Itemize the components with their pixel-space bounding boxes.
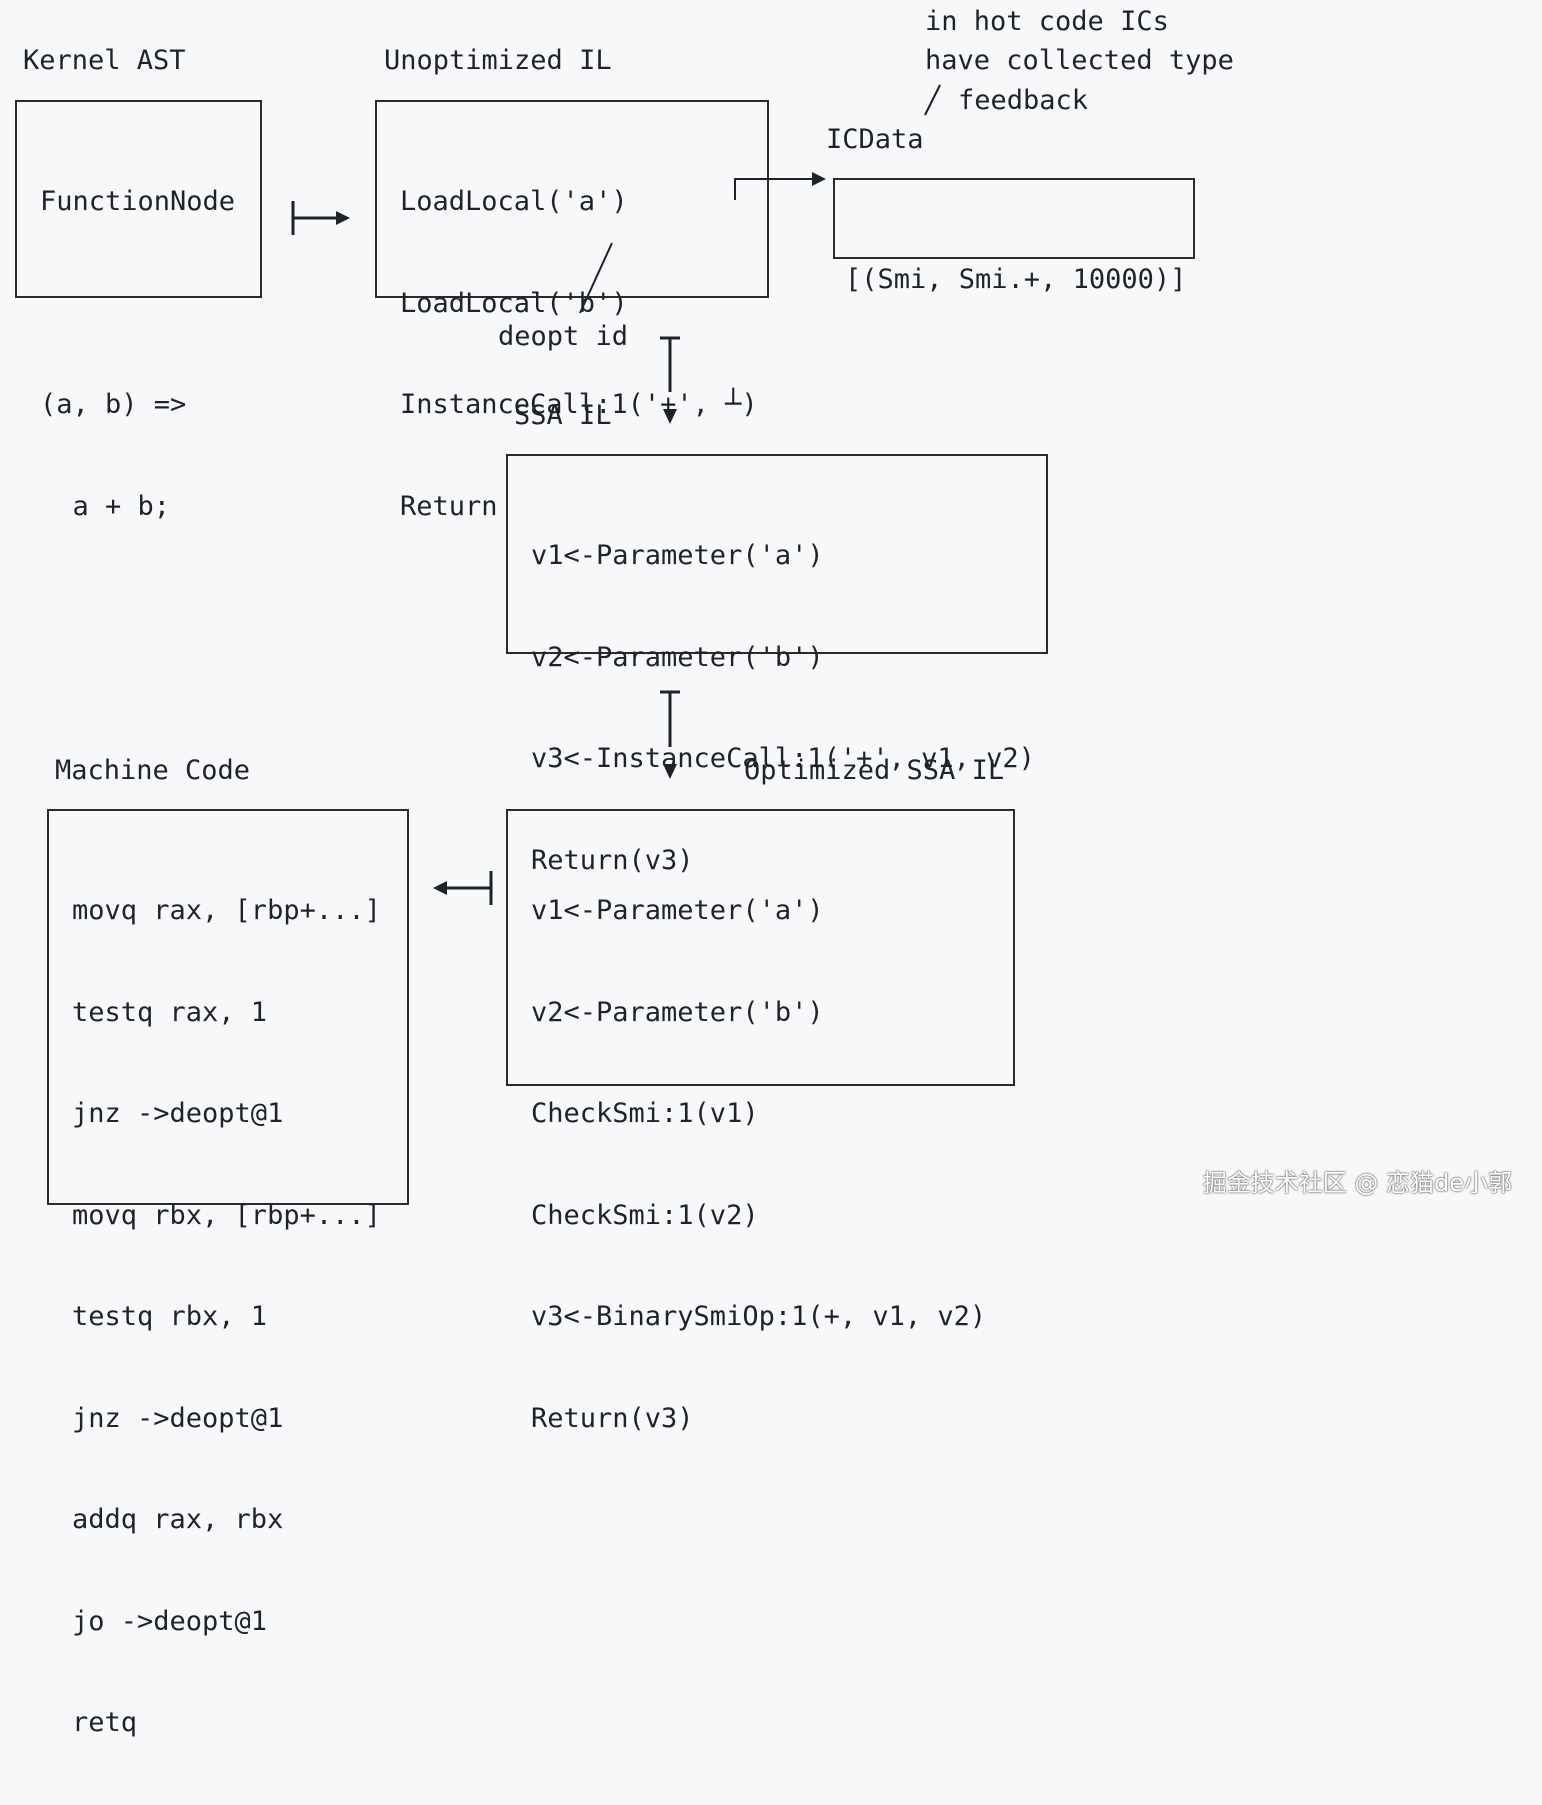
code-line: InstanceCall:1('+', ┴) (400, 385, 758, 425)
code-line: addq rax, rbx (72, 1504, 284, 1535)
watermark: 掘金技术社区 @ 恋猫de小郭 (1202, 1169, 1512, 1197)
code-line: v2<-Parameter('b') (531, 996, 824, 1028)
icdata-entry: [(Smi, Smi.+, 10000)] (845, 264, 1187, 295)
ic-note-leader (924, 84, 941, 116)
ssa-il-heading: SSA IL (514, 400, 612, 431)
code-line: jo ->deopt@1 (72, 1605, 268, 1637)
arrow-ast-to-il (291, 201, 350, 235)
ic-note-line-3: feedback (958, 85, 1089, 116)
icdata-content: [(Smi, Smi.+, 10000)] (845, 198, 1186, 362)
machine-code-heading: Machine Code (55, 755, 251, 786)
code-line: FunctionNode (40, 186, 236, 217)
ic-note-line-2: have collected type (925, 45, 1234, 76)
ssa-il-box: v1<-Parameter('a') v2<-Parameter('b') v3… (506, 454, 1048, 876)
unoptimized-il-heading: Unoptimized IL (384, 45, 612, 76)
ssa-il-code: v1<-Parameter('a') v2<-Parameter('b') v3… (531, 474, 1035, 942)
icdata-heading: ICData (826, 124, 924, 155)
code-line: retq (72, 1707, 138, 1738)
optimized-ssa-il-heading: Optimized SSA IL (744, 755, 1005, 786)
code-line: testq rbx, 1 (72, 1301, 268, 1332)
code-line: v3<-InstanceCall:1('+', v1, v2) (531, 743, 1035, 774)
deopt-id-label: deopt id (498, 321, 629, 352)
arrow-il-to-ssa (660, 336, 680, 424)
kernel-ast-box: FunctionNode (a, b) => a + b; (15, 100, 262, 522)
arrow-ssa-to-optimized (660, 690, 680, 779)
code-line: movq rbx, [rbp+...] (72, 1199, 381, 1231)
instance-call-text: InstanceCall:1('+', (400, 389, 726, 420)
code-line: v2<-Parameter('b') (531, 641, 824, 673)
code-line: LoadLocal('a') (400, 186, 628, 217)
code-line: v1<-Parameter('a') (531, 540, 824, 571)
arrow-optimized-to-machine (433, 871, 493, 905)
code-line: CheckSmi:1(v1) (531, 1098, 759, 1129)
code-line: testq rax, 1 (72, 996, 268, 1028)
arrow-il-to-icdata (734, 172, 826, 200)
deopt-id-leader (579, 242, 613, 314)
code-line: Return(v3) (531, 844, 694, 876)
ic-marker: ┴) (725, 389, 758, 420)
code-line: Return (400, 490, 498, 522)
code-line: jnz ->deopt@1 (72, 1402, 284, 1434)
code-line: Return(v3) (531, 1402, 694, 1434)
connectors (291, 84, 941, 905)
ic-note-line-1: in hot code ICs (925, 6, 1169, 37)
kernel-ast-heading: Kernel AST (23, 45, 186, 76)
code-line: v1<-Parameter('a') (531, 895, 824, 926)
code-line: (a, b) => (40, 389, 187, 420)
code-line: jnz ->deopt@1 (72, 1098, 284, 1129)
icdata-box: [(Smi, Smi.+, 10000)] (833, 178, 1195, 295)
code-line: CheckSmi:1(v2) (531, 1199, 759, 1231)
kernel-ast-code: FunctionNode (a, b) => a + b; (40, 120, 235, 588)
code-line: v3<-BinarySmiOp:1(+, v1, v2) (531, 1301, 987, 1332)
code-line: movq rax, [rbp+...] (72, 895, 381, 926)
code-line: a + b; (40, 490, 171, 522)
